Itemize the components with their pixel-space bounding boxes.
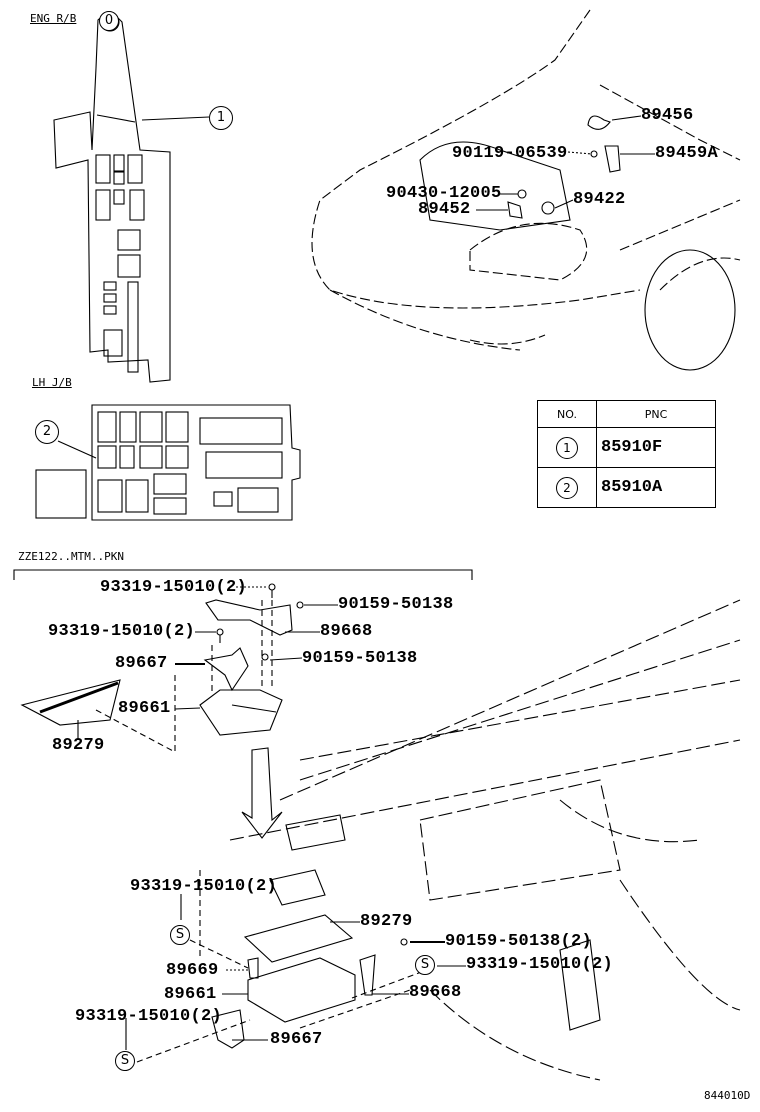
callout-1: 1 — [209, 106, 233, 130]
part-label-90159-50138[interactable]: 90159-50138 — [302, 649, 418, 668]
part-label-90430-12005[interactable]: 90430-12005 — [386, 184, 502, 203]
callout-2: 2 — [35, 420, 59, 444]
part-label-89667[interactable]: 89667 — [115, 654, 168, 673]
part-label-89456[interactable]: 89456 — [641, 106, 694, 125]
part-label-89422[interactable]: 89422 — [573, 190, 626, 209]
row-pnc[interactable]: 85910F — [596, 427, 716, 468]
part-label-93319-15010[interactable]: 93319-15010(2) — [48, 622, 196, 641]
part-label-89661[interactable]: 89661 — [164, 985, 217, 1004]
eng-rb-title: ENG R/B — [30, 12, 77, 25]
engine-relay-block-drawing — [53, 12, 210, 383]
lh-jb-title: LH J/B — [32, 376, 72, 389]
callout-0: 0 — [99, 11, 119, 31]
part-label-89459a[interactable]: 89459A — [655, 144, 719, 163]
interior-parts-drawing — [125, 747, 601, 1063]
part-label-89452[interactable]: 89452 — [418, 200, 471, 219]
part-label-90159-50138[interactable]: 90159-50138 — [338, 595, 454, 614]
part-label-89668[interactable]: 89668 — [409, 983, 462, 1002]
part-label-89667[interactable]: 89667 — [270, 1030, 323, 1049]
part-label-93319-15010[interactable]: 93319-15010(2) — [130, 877, 278, 896]
dashboard-drawing — [229, 599, 741, 1081]
part-label-90119-06539[interactable]: 90119-06539 — [452, 144, 568, 163]
part-label-89668[interactable]: 89668 — [320, 622, 373, 641]
screw-symbol-icon: S — [170, 925, 190, 945]
part-label-93319-15010[interactable]: 93319-15010(2) — [466, 955, 614, 974]
figure-id: 844010D — [704, 1089, 751, 1102]
part-label-93319-15010[interactable]: 93319-15010(2) — [100, 578, 248, 597]
row-pnc[interactable]: 85910A — [596, 467, 716, 508]
engine-bay-drawing — [311, 9, 741, 351]
part-label-89669[interactable]: 89669 — [166, 961, 219, 980]
part-label-93319-15010[interactable]: 93319-15010(2) — [75, 1007, 223, 1026]
pnc-table-header: NO. PNC — [537, 400, 716, 428]
header-pnc: PNC — [596, 400, 716, 428]
table-row: 2 85910A — [537, 467, 716, 508]
engine-parts-drawing — [419, 115, 736, 371]
pnc-table: NO. PNC 1 85910F 2 85910A — [537, 400, 716, 508]
part-label-89661[interactable]: 89661 — [118, 699, 171, 718]
lh-junction-block-drawing — [35, 404, 301, 521]
variant-title: ZZE122..MTM..PKN — [18, 550, 124, 563]
row-no: 1 — [556, 436, 578, 459]
row-no: 2 — [556, 476, 578, 499]
part-label-89279[interactable]: 89279 — [360, 912, 413, 931]
screw-symbol-icon: S — [115, 1051, 135, 1071]
header-no: NO. — [537, 400, 597, 428]
table-row: 1 85910F — [537, 427, 716, 468]
upper-ecu-drawing — [20, 583, 338, 753]
part-label-89279[interactable]: 89279 — [52, 736, 105, 755]
screw-symbol-icon: S — [415, 955, 435, 975]
variant-frame — [13, 569, 473, 580]
part-label-90159-50138[interactable]: 90159-50138(2) — [445, 932, 593, 951]
